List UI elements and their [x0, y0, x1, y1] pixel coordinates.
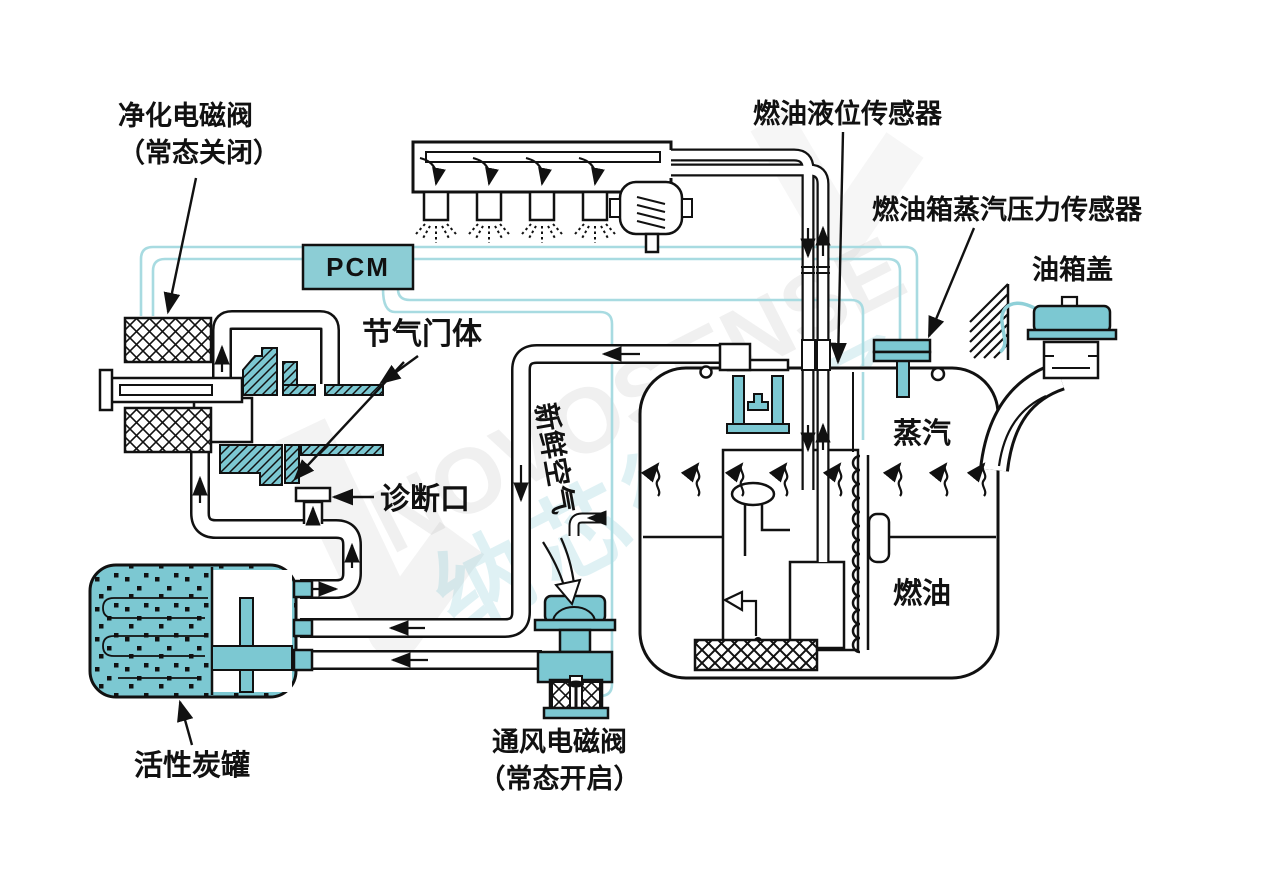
throttle-body-label: 节气门体: [362, 318, 482, 351]
fuel-tank: [638, 283, 1118, 680]
fuel-label: 燃油: [893, 578, 952, 610]
tank-grommet-left: [699, 365, 713, 379]
canister-label: 活性炭罐: [134, 750, 251, 782]
purge-solenoid-valve: [98, 316, 254, 454]
leader-throttle-a: [379, 355, 419, 385]
injectors: [422, 190, 609, 222]
fuel-cap-label: 油箱盖: [1032, 255, 1113, 285]
pcm-wiring: [139, 245, 919, 698]
filler-neck: [979, 340, 1100, 472]
tank-grommet-right: [930, 366, 946, 382]
injector-sprays: [415, 223, 616, 243]
leader-pressure-sensor: [927, 227, 976, 339]
wire-purge-to-pressure-sensor: [139, 245, 919, 339]
fuel-level-sender: [851, 372, 891, 654]
canister-port-purge: [292, 579, 314, 599]
leader-canister: [177, 699, 194, 746]
fuel-pressure-regulator: [609, 180, 693, 254]
canister-port-vent: [292, 648, 314, 672]
vent-valve-label: 通风电磁阀 （常态开启）: [478, 727, 641, 795]
strainer: [693, 638, 819, 672]
pcm-box: [301, 243, 415, 291]
canister-port-tank: [292, 618, 314, 638]
fresh-air-arrow: [542, 537, 582, 607]
fuel-level-sensor-label: 燃油液位传感器: [753, 99, 942, 129]
throttle-body: [219, 347, 384, 486]
leader-purge-valve: [163, 177, 198, 315]
filler-wall: [969, 283, 1010, 360]
carbon-canister: [88, 563, 314, 699]
flow-arrows: [192, 225, 831, 668]
vapor-arrows: [640, 462, 987, 497]
rollover-valve: [718, 342, 790, 434]
leader-throttle-b: [293, 361, 405, 481]
vent-solenoid-valve: [533, 594, 617, 720]
fuel-cap: [998, 295, 1118, 354]
fuel-pump-module: [693, 448, 860, 672]
purge-valve-coil-upper: [123, 316, 213, 364]
tank-pressure-sensor-label: 燃油箱蒸汽压力传感器: [872, 195, 1142, 225]
wire-purge-to-pressure-sensor-2: [151, 257, 902, 339]
float: [867, 512, 891, 564]
wire-to-vent-valve: [381, 288, 614, 698]
fuel-rail: [411, 140, 693, 254]
wire-to-level-sensor: [396, 288, 865, 366]
leader-level-sensor: [830, 131, 847, 365]
purge-valve-label: 净化电磁阀 （常态关闭）: [118, 101, 280, 169]
purge-valve-coil-lower: [123, 406, 213, 454]
vapor-label: 蒸汽: [893, 418, 952, 450]
label-leaders: [163, 131, 976, 746]
diagnostic-port-label: 诊断口: [380, 483, 470, 516]
tank-pressure-sensor: [872, 338, 932, 398]
pcm-label: PCM: [326, 251, 390, 282]
